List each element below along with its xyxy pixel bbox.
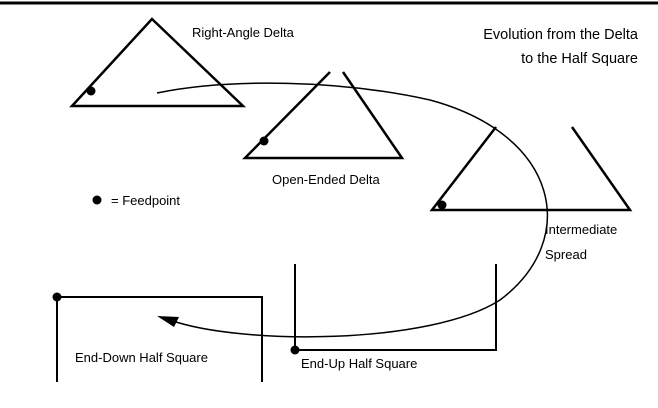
feedpoint-dot-open-ended-delta (259, 136, 269, 146)
feedpoint-dot-end-up-half-square (290, 345, 300, 355)
end-down-half-square-shape (56, 296, 263, 382)
end-up-half-square-shape (294, 264, 497, 351)
evolution-arrow-head (157, 316, 179, 327)
label-intermediate-line2: Spread (545, 247, 587, 262)
evolution-arrow-curve (156, 82, 548, 338)
label-open-ended-delta: Open-Ended Delta (272, 172, 380, 187)
label-end-up-half-square: End-Up Half Square (301, 356, 418, 371)
label-end-down-half-square: End-Down Half Square (75, 350, 208, 365)
feedpoint-dot-intermediate-spread (437, 200, 447, 210)
feedpoint-dot-right-angle-delta (86, 86, 96, 96)
feedpoint-legend-text: = Feedpoint (111, 193, 181, 208)
feedpoint-dot-end-down-half-square (52, 292, 62, 302)
diagram-title-line2: to the Half Square (521, 51, 638, 67)
open-ended-delta-shape (242, 71, 405, 160)
feedpoint-legend-dot (92, 195, 102, 205)
label-right-angle-delta: Right-Angle Delta (192, 25, 294, 40)
right-angle-delta-shape (69, 17, 247, 108)
intermediate-spread-shape (429, 126, 633, 212)
diagram-title-line1: Evolution from the Delta (483, 27, 638, 43)
label-intermediate-line1: Intermediate (545, 222, 618, 237)
